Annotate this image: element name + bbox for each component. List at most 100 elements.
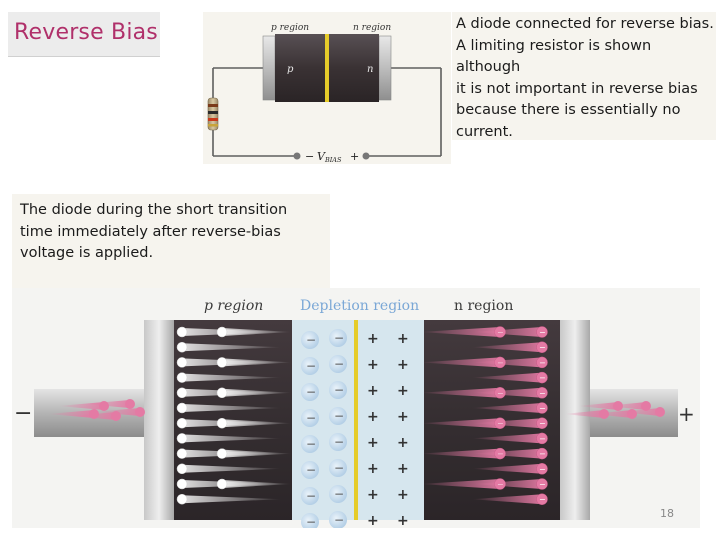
wire-electron-trail <box>84 400 130 408</box>
positive-ion-sign: + <box>367 357 379 373</box>
depletion-region-figure: p region Depletion region n region −−++−… <box>12 288 700 531</box>
electron-trail <box>420 387 500 398</box>
middle-caption: The diode during the short transition ti… <box>20 200 330 265</box>
caption-line: voltage is applied. <box>20 245 154 261</box>
negative-ion-sign: − <box>306 437 316 451</box>
negative-ion-icon <box>329 329 347 347</box>
n-region-label: n region <box>454 298 513 314</box>
electron-icon <box>536 478 548 490</box>
electron-sign: − <box>539 358 546 367</box>
wire-electron-trail <box>94 408 140 416</box>
negative-ion-sign: − <box>334 461 344 475</box>
hole-icon <box>216 417 228 429</box>
negative-ion-icon <box>301 383 319 401</box>
negative-ion-sign: − <box>334 513 344 527</box>
left-end-cap <box>144 320 174 520</box>
electron-icon <box>536 371 548 384</box>
hole-trail <box>182 373 282 382</box>
electron-sign: − <box>539 404 546 413</box>
caption-line: A limiting resistor is shown although <box>456 37 652 76</box>
positive-ion-sign: + <box>397 383 409 399</box>
electron-sign: − <box>539 419 546 428</box>
hole-trail <box>182 343 282 352</box>
electron-sign: − <box>539 343 546 352</box>
depletion-region-label: Depletion region <box>300 298 419 314</box>
hole-trail <box>182 495 282 504</box>
hole-icon <box>216 326 228 338</box>
electron-icon <box>536 463 548 475</box>
positive-ion-sign: + <box>397 409 409 425</box>
hole-icon <box>176 372 188 383</box>
negative-ion-sign: − <box>306 411 316 425</box>
hole-icon <box>216 387 228 399</box>
wire-electron-icon <box>135 407 145 417</box>
positive-ion-sign: + <box>397 513 409 528</box>
negative-ion-sign: − <box>334 435 344 449</box>
negative-ion-sign: − <box>334 383 344 397</box>
electron-icon <box>536 356 548 369</box>
negative-ion-icon <box>329 355 347 373</box>
middle-caption-background <box>12 194 330 288</box>
negative-ion-icon <box>301 435 319 453</box>
electron-sign: − <box>539 450 546 459</box>
electron-trail <box>472 494 542 505</box>
hole-icon <box>176 448 188 459</box>
limiting-resistor <box>207 97 219 131</box>
hole-icon <box>176 493 188 505</box>
top-caption-background <box>452 12 716 140</box>
negative-ion-icon <box>329 433 347 451</box>
hole-icon <box>216 357 228 368</box>
positive-terminal-icon <box>362 152 370 160</box>
wire-electron-trail <box>578 402 618 410</box>
electron-icon <box>536 432 548 445</box>
wire-electron-icon <box>641 401 651 411</box>
negative-terminal-icon <box>293 152 301 160</box>
hole-trail <box>182 404 282 412</box>
electron-group: −−−−−−−−−−−−−−−−−− <box>420 326 548 505</box>
positive-ion-sign: + <box>367 435 379 451</box>
negative-ion-icon <box>329 381 347 399</box>
electron-icon <box>536 447 548 460</box>
negative-ion-icon <box>301 357 319 375</box>
caption-line: time immediately after reverse-bias <box>20 223 281 240</box>
caption-line: because there is essentially no <box>456 102 681 118</box>
positive-ion-sign: + <box>367 513 379 528</box>
hole-icon <box>176 387 188 399</box>
wire-electron-icon <box>655 407 665 417</box>
hole-icon <box>176 341 188 353</box>
positive-terminal-sign: + <box>678 402 695 426</box>
depletion-ion-group: −−++−−++−−++−−++−−++−−++−−++−−++ <box>301 329 409 531</box>
electron-sign: − <box>539 328 546 337</box>
hole-icon <box>176 433 188 444</box>
caption-line: The diode during the short transition <box>20 202 288 218</box>
title-background <box>8 12 160 57</box>
electron-trail <box>420 418 500 429</box>
bias-plus-sign: + <box>350 150 359 163</box>
electron-sign: − <box>539 495 546 504</box>
negative-ion-sign: − <box>334 487 344 501</box>
electron-sign: − <box>539 434 546 443</box>
electron-sign: − <box>539 465 546 474</box>
slide-title: Reverse Bias <box>14 20 158 45</box>
negative-ion-icon <box>301 461 319 479</box>
n-region-label: n region <box>353 23 391 33</box>
electron-trail <box>420 479 500 489</box>
electron-trail <box>472 433 542 444</box>
electron-sign: − <box>539 389 546 398</box>
pn-junction-line <box>354 320 358 520</box>
electron-trail <box>420 357 500 368</box>
electron-sign: − <box>539 480 546 489</box>
wire-electron-trail <box>620 408 660 416</box>
hole-icon <box>176 417 188 429</box>
electron-trail <box>472 463 542 474</box>
wire-electron-trail <box>606 402 646 410</box>
positive-ion-sign: + <box>367 409 379 425</box>
pn-junction-line <box>325 34 329 102</box>
bias-voltage-label: VBIAS <box>317 150 342 164</box>
hole-trail <box>222 388 292 397</box>
electron-trail <box>472 372 542 383</box>
electron-trail <box>420 327 500 337</box>
hole-trail <box>182 464 282 473</box>
right-end-cap <box>560 320 590 520</box>
negative-terminal-sign: − <box>14 401 32 426</box>
